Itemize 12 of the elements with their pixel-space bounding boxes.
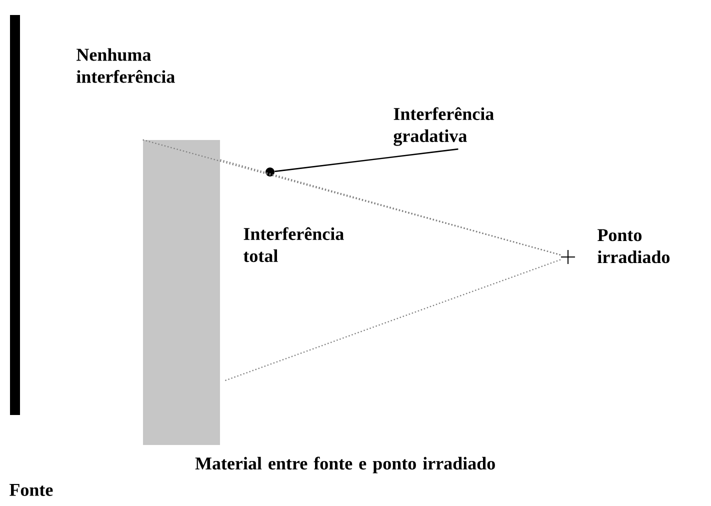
source-label: Fonte	[10, 484, 53, 496]
material-block	[143, 140, 220, 445]
region-label: Interferência total	[244, 227, 344, 262]
point-mark	[560, 250, 576, 264]
caption-label: Material entre fonte e ponto irradiado	[195, 456, 495, 474]
interference-label: Interferência gradativa	[394, 107, 494, 146]
ray-line	[220, 159, 561, 256]
region-label: Nenhuma interferência	[76, 48, 175, 83]
dot-marker	[266, 168, 274, 176]
leader-line	[274, 148, 458, 172]
point-label: Ponto irradiado	[598, 229, 670, 264]
ray-line	[225, 259, 562, 382]
